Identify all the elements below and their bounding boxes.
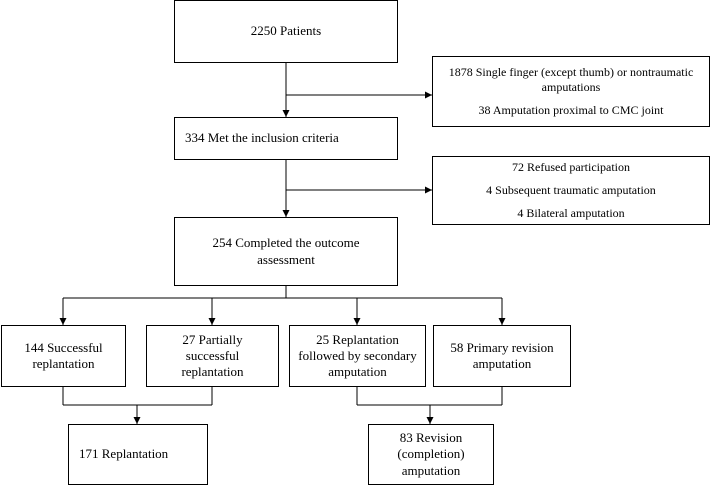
excluded2-line-2: 4 Subsequent traumatic amputation xyxy=(486,183,656,197)
revision-label: 83 Revision (completion) amputation xyxy=(397,430,465,478)
excluded2-box: 72 Refused participation 4 Subsequent tr… xyxy=(432,156,710,225)
successful-label: 144 Successful replantation xyxy=(24,339,103,371)
excluded1-line-2: 38 Amputation proximal to CMC joint xyxy=(478,103,664,117)
primary-box: 58 Primary revision amputation xyxy=(433,325,571,387)
patients-box: 2250 Patients xyxy=(174,0,398,63)
inclusion-label: 334 Met the inclusion criteria xyxy=(185,130,339,146)
excluded2-line-1: 72 Refused participation xyxy=(512,160,630,174)
inclusion-box: 334 Met the inclusion criteria xyxy=(174,117,398,160)
revision-box: 83 Revision (completion) amputation xyxy=(368,424,494,485)
patients-label: 2250 Patients xyxy=(250,23,322,39)
excluded1-box: 1878 Single finger (except thumb) or non… xyxy=(432,56,710,127)
secondary-label: 25 Replantation followed by secondary am… xyxy=(298,331,417,380)
partial-box: 27 Partially successful replantation xyxy=(146,325,279,387)
completed-label: 254 Completed the outcome assessment xyxy=(212,235,360,267)
excluded1-line-1: 1878 Single finger (except thumb) or non… xyxy=(448,65,694,94)
replantation-label: 171 Replantation xyxy=(79,446,169,462)
excluded2-line-3: 4 Bilateral amputation xyxy=(517,206,625,220)
replantation-box: 171 Replantation xyxy=(68,424,208,485)
secondary-box: 25 Replantation followed by secondary am… xyxy=(289,325,426,387)
partial-label: 27 Partially successful replantation xyxy=(181,331,244,380)
primary-label: 58 Primary revision amputation xyxy=(450,339,554,371)
successful-box: 144 Successful replantation xyxy=(1,325,126,387)
completed-box: 254 Completed the outcome assessment xyxy=(174,217,398,286)
